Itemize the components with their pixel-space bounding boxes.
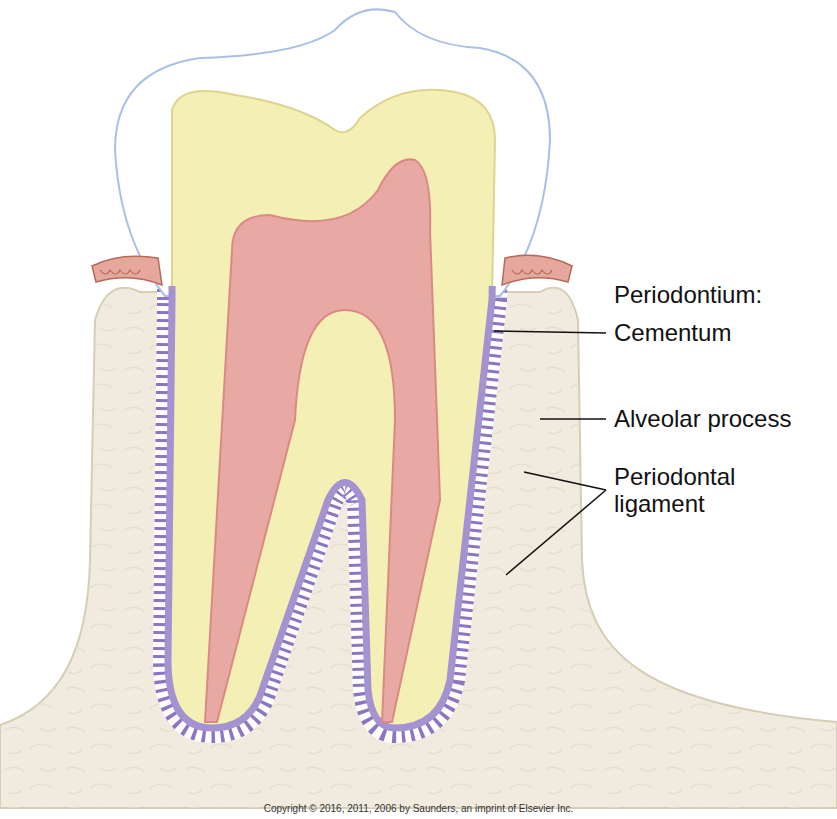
part-label: Periodontal ligament [614, 463, 774, 517]
dentin [168, 90, 495, 728]
gingiva [502, 255, 572, 285]
part-label: Alveolar process [614, 405, 836, 432]
pulp [205, 159, 440, 722]
gingiva [92, 256, 162, 285]
part-label: Cementum [614, 319, 834, 346]
section-heading: Periodontium: [614, 281, 834, 308]
copyright-note: Copyright © 2016, 2011, 2006 by Saunders… [0, 803, 837, 815]
cementum-layer [168, 286, 495, 728]
leader-lines [494, 331, 606, 575]
